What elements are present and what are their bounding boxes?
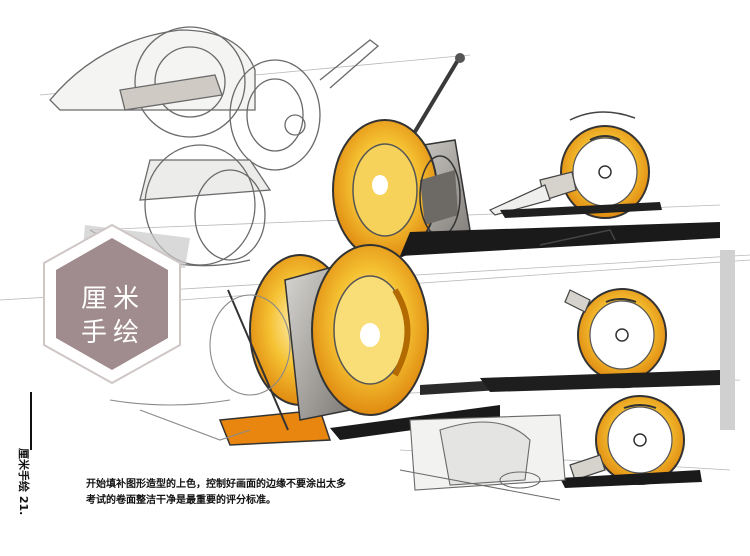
main-vehicle-upper	[332, 53, 471, 261]
caption-text: 开始填补图形造型的上色，控制好画面的边缘不要涂出太多 考试的卷面整洁干净是最重要…	[86, 477, 416, 509]
right-wheel-top	[488, 111, 650, 219]
right-wheel-bottom	[569, 395, 685, 485]
hexagon-badge	[43, 223, 181, 385]
pencil-sketch-bottom	[109, 294, 291, 441]
caption-line2: 考试的卷面整洁干净是最重要的评分标准。	[86, 495, 276, 506]
badge-title: 厘米 手绘	[58, 282, 168, 350]
pencil-sketch-bottom-right	[399, 414, 566, 501]
page-footer-label: 厘米手绘 21.	[17, 448, 30, 516]
badge-title-line1: 厘米	[80, 284, 145, 314]
caption-line1: 开始填补图形造型的上色，控制好画面的边缘不要涂出太多	[86, 479, 346, 490]
right-wheel-middle	[539, 229, 667, 389]
main-vehicle-lower	[218, 244, 429, 446]
page-footer-bar	[30, 392, 32, 450]
badge-title-line2: 手绘	[80, 318, 145, 348]
